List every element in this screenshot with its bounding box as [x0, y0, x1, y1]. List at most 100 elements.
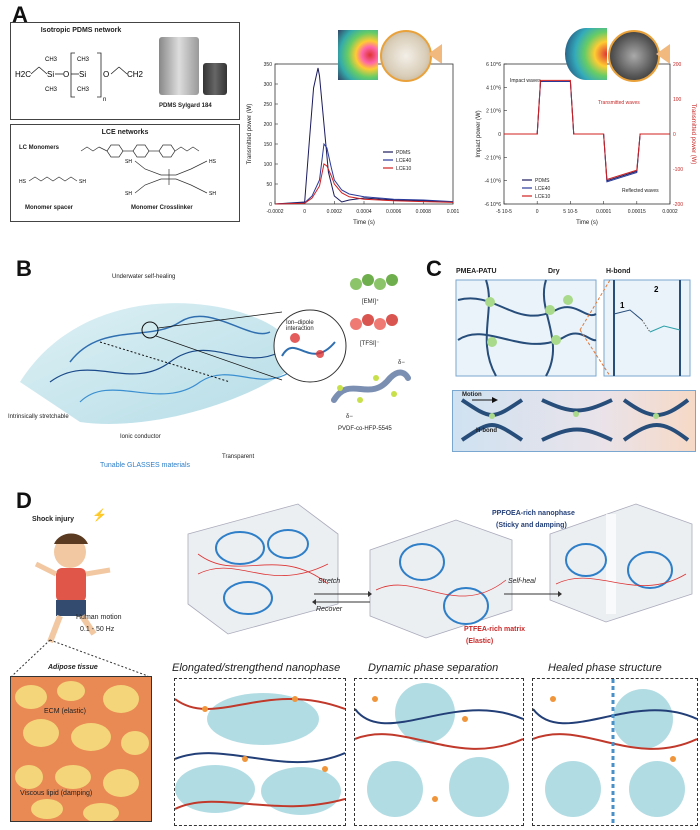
x-tick-label: -5 10-5	[496, 209, 512, 215]
svg-text:CH2: CH2	[127, 70, 144, 79]
series-line-lce10	[274, 163, 454, 205]
x-tick-label: 0.00015	[628, 209, 646, 215]
x-tick-label: 0.0008	[416, 209, 432, 215]
tfsi-molecule-icon	[350, 314, 398, 330]
y-tick-label: 350	[264, 62, 273, 68]
tfsi-label: [TFSI]⁻	[360, 341, 380, 347]
chart2-annotation: Reflected waves	[622, 188, 659, 194]
y-tick-label: -4 10^6	[484, 179, 501, 185]
svg-text:O: O	[63, 70, 69, 79]
x-tick-label: 0.0002	[662, 209, 678, 215]
intrinsically-label: Intrinsically stretchable	[8, 414, 69, 420]
y-tick-label: 200	[264, 122, 273, 128]
y-tick-label: 0	[269, 202, 272, 208]
y-right-tick-label: -100	[673, 167, 683, 173]
y-tick-label: 2 10^6	[486, 109, 501, 115]
panel-d-letter: D	[16, 488, 32, 513]
hbond-title: H-bond	[606, 268, 631, 275]
x-tick-label: 0	[536, 209, 539, 215]
adipose-tissue-image	[10, 676, 152, 822]
tunable-label: Tunable GLASSES materials	[100, 462, 191, 469]
svg-text:SH: SH	[125, 191, 132, 197]
y-tick-label: 4 10^6	[486, 85, 501, 91]
series-line-lce40	[504, 81, 670, 183]
legend-label: LCE10	[396, 166, 412, 172]
dynamic-title: Dynamic phase separation	[368, 662, 499, 674]
svg-text:Si: Si	[79, 70, 86, 79]
series-line-pdms	[274, 67, 454, 205]
pdms-product-label: PDMS Sylgard 184	[159, 103, 212, 109]
pdms-box: Isotropic PDMS network H2C Si CH3 CH3 O …	[10, 22, 240, 120]
emi-molecule-icon	[350, 274, 398, 290]
legend-label: PDMS	[396, 150, 411, 156]
x-tick-label: 5 10-5	[563, 209, 577, 215]
monomer-spacer-label: Monomer spacer	[25, 205, 74, 211]
series-line-lce40	[274, 142, 454, 205]
selfheal-arrow	[504, 591, 562, 597]
x-tick-label: 0.0006	[386, 209, 402, 215]
lc-monomer-structure	[80, 144, 200, 158]
y-right-tick-label: -200	[673, 202, 683, 208]
frequency-label: 0.1 - 50 Hz	[80, 626, 115, 633]
panel-b-letter: B	[16, 256, 32, 281]
viscous-lipid-label: Viscous lipid (damping)	[20, 790, 93, 797]
svg-text:CH3: CH3	[45, 87, 58, 93]
y-tick-label: -2 10^6	[484, 155, 501, 161]
svg-text:n: n	[103, 97, 106, 103]
chart2-annotation: Transmitted waves	[598, 100, 640, 106]
spacer-structure: HS SH	[19, 176, 86, 185]
elongated-box	[174, 678, 346, 826]
legend-label: PDMS	[535, 178, 550, 184]
y-tick-label: 250	[264, 102, 273, 108]
ecm-label: ECM (elastic)	[44, 708, 87, 715]
svg-text:CH3: CH3	[45, 57, 58, 63]
chart2-inset-simulation	[565, 28, 607, 80]
svg-text:SH: SH	[209, 191, 216, 197]
legend-label: LCE40	[535, 186, 551, 192]
chart1-inset-photo	[380, 30, 432, 82]
plot-frame	[274, 63, 454, 205]
zoom-lines	[11, 639, 149, 677]
svg-text:Si: Si	[47, 70, 54, 79]
lce-box-title: LCE networks	[101, 129, 149, 136]
delta-minus-top: δ−	[398, 360, 405, 366]
x-tick-label: -0.0002	[267, 209, 284, 215]
panel-c-letter: C	[426, 256, 442, 281]
pvdf-molecule-icon	[331, 369, 411, 403]
svg-text:HS: HS	[19, 179, 27, 185]
chart2-annotation: Impact waves	[510, 78, 541, 84]
series-line-pdms	[504, 81, 670, 182]
y-tick-label: 6 10^6	[486, 62, 501, 68]
svg-text:SH: SH	[79, 179, 86, 185]
stretch-label: Stretch	[318, 578, 341, 585]
svg-text:1: 1	[620, 301, 625, 310]
human-motion-label: Human motion	[76, 614, 122, 621]
x-axis-label: Time (s)	[353, 220, 375, 226]
y-tick-label: 50	[266, 182, 272, 188]
y-tick-label: 150	[264, 142, 273, 148]
curing-agent-bottle	[203, 63, 227, 95]
y-right-tick-label: 200	[673, 62, 682, 68]
y-axis-label: Impact power (W)	[476, 110, 482, 157]
ionic-label: Ionic conductor	[120, 434, 161, 440]
shock-icon: ⚡	[92, 508, 107, 522]
chart2-inset-photo	[608, 30, 660, 82]
ptfea-label: PTFEA-rich matrix	[464, 626, 526, 633]
pdms-formula: H2C Si CH3 CH3 O Si CH3 CH3 n O CH2	[15, 52, 144, 103]
adipose-title: Adipose tissue	[48, 664, 98, 671]
hbond-zoom-diagram: 1 2	[603, 279, 691, 377]
ion-dipole-label: Ion–dipole interaction	[286, 320, 314, 332]
emi-label: [EMI]⁺	[362, 299, 380, 305]
slab-healed	[549, 503, 693, 623]
ptfea-sub-label: (Elastic)	[466, 638, 494, 645]
lc-monomers-label: LC Monomers	[19, 145, 60, 151]
underwater-label: Underwater self-healing	[112, 274, 176, 280]
ppfoea-sub-label: (Sticky and damping)	[496, 522, 567, 529]
pdms-box-title: Isotropic PDMS network	[40, 27, 122, 34]
y-tick-label: 300	[264, 82, 273, 88]
pvdf-label: PVDF-co-HFP-5545	[338, 426, 392, 432]
x-tick-label: 0.0002	[327, 209, 343, 215]
y-right-tick-label: 100	[673, 97, 682, 103]
chart1-inset-simulation	[338, 30, 378, 80]
